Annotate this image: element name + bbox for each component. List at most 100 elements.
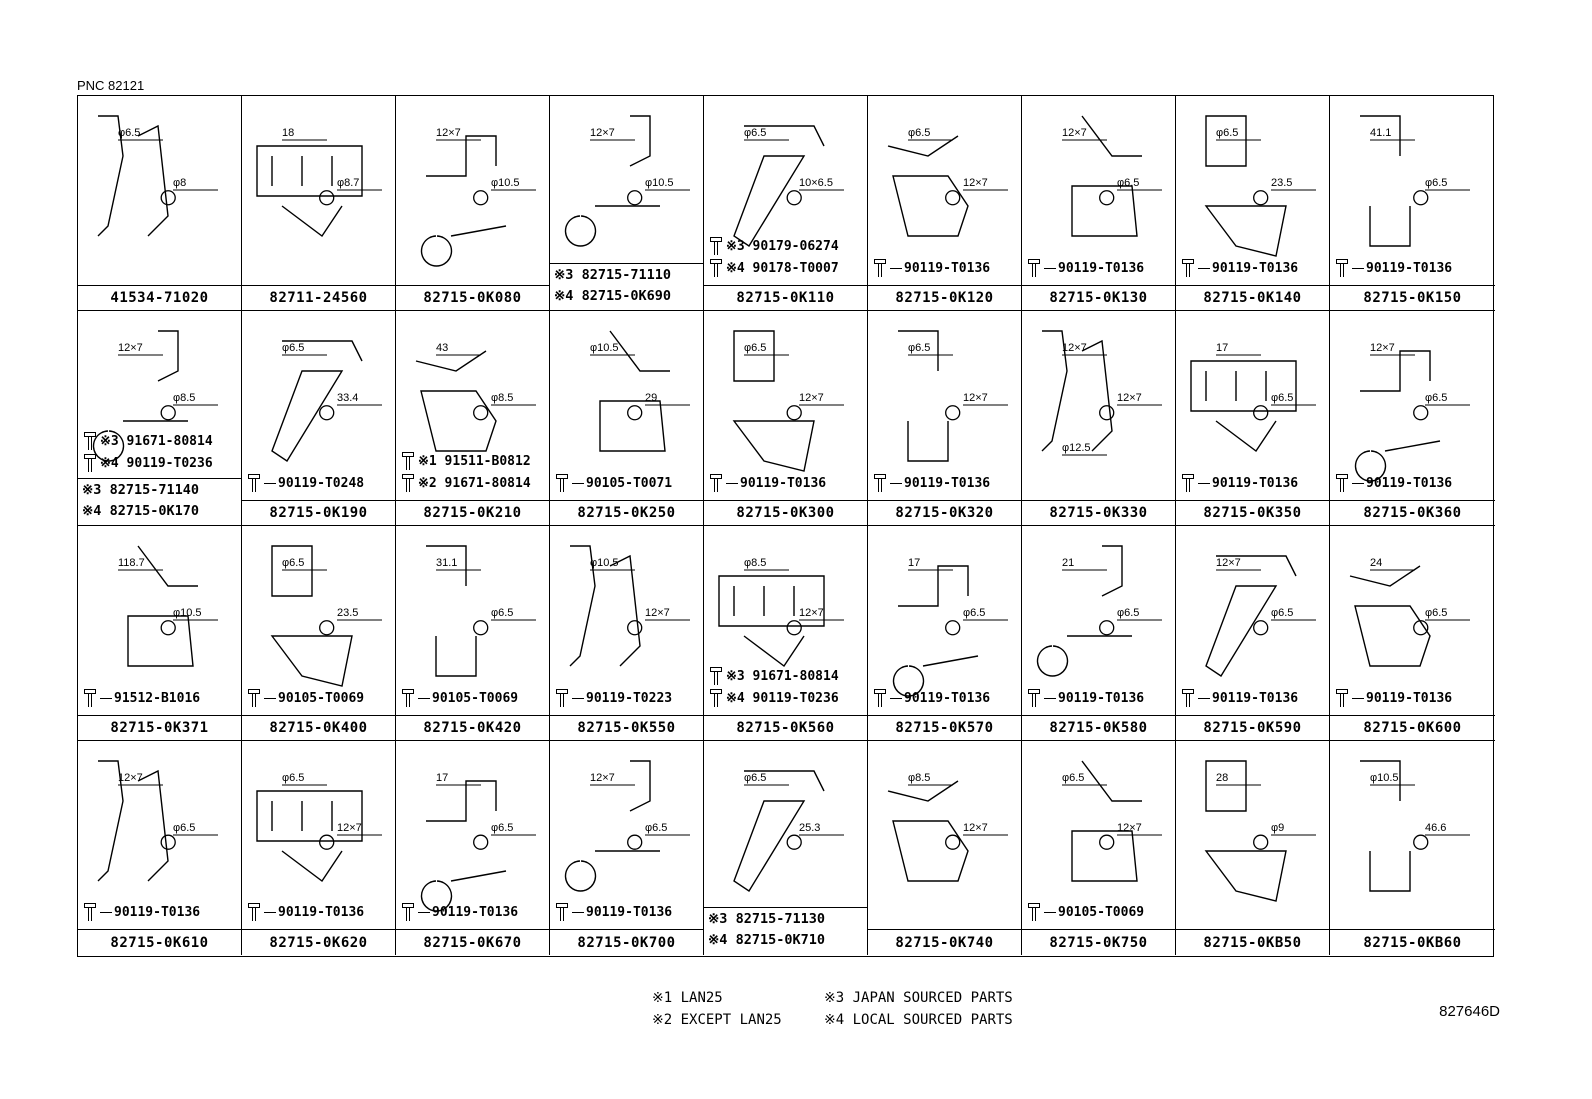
part-number: 82715-0K300 [736, 505, 835, 521]
fastener-number: ※4 90178-T0007 [726, 260, 839, 276]
bracket-outline [256, 790, 363, 883]
dimension-label: φ6.5 [1062, 772, 1084, 784]
bracket-drawing: φ10.529 [590, 330, 690, 452]
fastener-label: 90119-T0136 [1182, 689, 1298, 707]
fastener-number: 91512-B1016 [114, 690, 201, 706]
fastener-leader [1352, 267, 1364, 269]
hole-mark [1099, 405, 1115, 421]
fastener-leader [418, 911, 430, 913]
dimension-label: φ10.5 [1370, 772, 1399, 784]
bracket-drawing: φ6.5φ8 [97, 115, 218, 237]
dimension-label: 17 [436, 772, 448, 784]
dimension-label: 12×7 [436, 127, 461, 139]
dimension-label: φ6.5 [908, 127, 930, 139]
part-number: 82715-0K750 [1049, 935, 1148, 951]
bracket-drawing: 31.1φ6.5 [426, 545, 536, 677]
bolt-icon [710, 689, 722, 707]
bracket-outline [1036, 545, 1132, 677]
cell-divider [550, 263, 703, 264]
fastener-number: 90119-T0136 [1212, 475, 1299, 491]
fastener-leader [1352, 697, 1364, 699]
bracket-outline [420, 780, 507, 912]
bracket-outline [569, 545, 641, 667]
fastener-number: 90119-T0136 [904, 690, 991, 706]
fastener-leader [418, 697, 430, 699]
hole-mark [1253, 405, 1269, 421]
dimension-label: φ6.5 [1425, 607, 1447, 619]
dimension-label: φ6.5 [1271, 607, 1293, 619]
bracket-drawing: φ8.512×7 [887, 772, 1008, 882]
fastener-label: 90119-T0136 [556, 903, 672, 921]
dimension-label: φ6.5 [282, 342, 304, 354]
fastener-label: 90119-T0136 [1336, 474, 1452, 492]
part-number: 82715-0K570 [895, 720, 994, 736]
cell-divider [704, 285, 867, 286]
notes-left: ※1 LAN25 ※2 EXCEPT LAN25 [652, 987, 782, 1031]
cell-divider [868, 285, 1021, 286]
fastener-leader [890, 267, 902, 269]
bracket-drawing: 12×7φ8.5 [92, 330, 218, 462]
fastener-leader [1044, 911, 1056, 913]
bracket-drawing: φ10.5 12×7 [569, 545, 690, 667]
dimension-label: 12×7 [645, 607, 670, 619]
cell-divider [78, 715, 241, 716]
bracket-outline [887, 780, 969, 882]
dimension-label: 12×7 [799, 607, 824, 619]
bolt-icon [556, 903, 568, 921]
bolt-icon [874, 689, 886, 707]
fastener-label: ※3 91671-80814 [84, 432, 213, 450]
cell-divider [1176, 500, 1329, 501]
cell-divider [242, 929, 395, 930]
fastener-number: 90119-T0136 [1212, 260, 1299, 276]
hole-mark [1413, 620, 1429, 636]
part-number: 82715-0K371 [110, 720, 209, 736]
bolt-icon [248, 689, 260, 707]
fastener-label: 90119-T0136 [1028, 689, 1144, 707]
fastener-leader [100, 697, 112, 699]
part-number: ※4 82715-0K170 [82, 503, 199, 519]
hole-mark [473, 190, 489, 206]
bracket-outline [270, 545, 353, 687]
hole-mark [627, 620, 643, 636]
dimension-label: 18 [282, 127, 294, 139]
fastener-label: 90105-T0069 [248, 689, 364, 707]
dimension-label: 28 [1216, 772, 1228, 784]
fastener-number: 90119-T0136 [432, 904, 519, 920]
part-number: 82715-0K700 [577, 935, 676, 951]
fastener-number: 90119-T0136 [1058, 260, 1145, 276]
bracket-drawing: φ6.523.5 [1204, 115, 1316, 257]
hole-mark [945, 834, 961, 850]
part-number: 82715-0K120 [895, 290, 994, 306]
bracket-drawing: 12×7φ6.5 [1354, 342, 1470, 482]
bracket-outline [420, 135, 507, 267]
fastener-number: ※3 90179-06274 [726, 238, 839, 254]
cell-divider [78, 929, 241, 930]
bracket-outline [733, 125, 825, 247]
cell-divider [396, 929, 549, 930]
part-number: 82715-0K210 [423, 505, 522, 521]
dimension-label: 12×7 [1216, 557, 1241, 569]
part-number: 82711-24560 [269, 290, 368, 306]
fastener-number: ※1 91511-B0812 [418, 453, 531, 469]
dimension-label: 23.5 [1271, 177, 1292, 189]
dimension-label: φ10.5 [590, 557, 619, 569]
dimension-label: 12×7 [799, 392, 824, 404]
dimension-label: φ6.5 [908, 342, 930, 354]
note-1: ※1 LAN25 [652, 990, 723, 1006]
dimension-label: φ6.5 [1117, 177, 1139, 189]
